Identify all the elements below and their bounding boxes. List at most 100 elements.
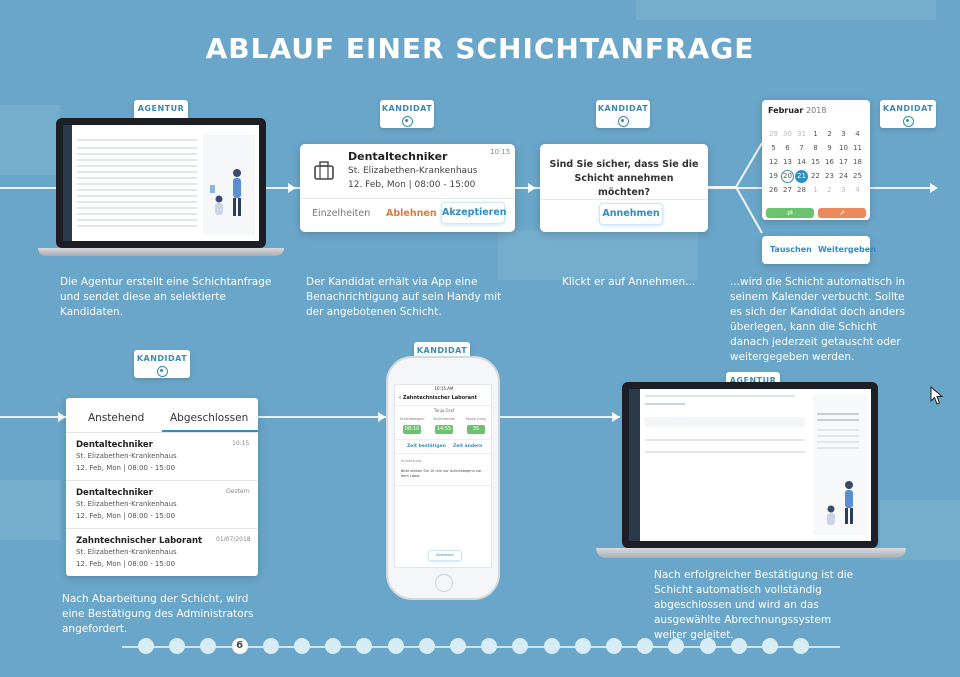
tab-done[interactable]: Abgeschlossen xyxy=(170,412,249,424)
calendar-day[interactable]: 20 xyxy=(781,170,794,183)
pager-dot[interactable] xyxy=(668,638,685,654)
pager-dot[interactable] xyxy=(543,638,560,654)
calendar-day[interactable]: 12 xyxy=(769,158,778,166)
phone-screen: 10:15 AM ‹ Zahntechnischer Laborant Tanj… xyxy=(394,384,493,568)
user-icon xyxy=(156,366,168,377)
pager-dot[interactable] xyxy=(481,638,498,654)
notification-card[interactable]: Dentaltechniker 10:15 St. Elizabethen-Kr… xyxy=(300,144,515,232)
list-item[interactable]: Dentaltechniker Gestern St. Elizabethen-… xyxy=(76,488,250,520)
calendar-day[interactable]: 14 xyxy=(797,158,806,166)
calendar-day[interactable]: 29 xyxy=(769,130,778,138)
details-button[interactable]: Einzelheiten xyxy=(312,208,371,219)
background-shape xyxy=(0,480,60,540)
calendar-day[interactable]: 31 xyxy=(797,130,806,138)
calendar-day[interactable]: 11 xyxy=(853,144,862,152)
pager-dot[interactable] xyxy=(294,638,310,654)
decline-button[interactable]: Ablehnen xyxy=(386,208,437,219)
pager-dot[interactable] xyxy=(262,638,279,654)
pager-dot[interactable] xyxy=(574,638,591,654)
list-item[interactable]: Dentaltechniker 10:15 St. Elizabethen-Kr… xyxy=(76,440,250,472)
pager-dot[interactable] xyxy=(138,638,154,654)
shift-list: Anstehend Abgeschlossen Dentaltechniker … xyxy=(66,398,258,576)
calendar-day[interactable]: 3 xyxy=(841,186,846,194)
calendar-day[interactable]: 1 xyxy=(813,130,818,138)
pager-dot[interactable] xyxy=(793,638,810,654)
swap-icon-chip[interactable]: ⇄ xyxy=(766,208,814,218)
calendar-day[interactable]: 23 xyxy=(825,172,834,180)
pager-dot[interactable] xyxy=(356,638,373,654)
background-shape xyxy=(498,230,698,280)
break-value[interactable]: 35 xyxy=(467,425,485,434)
phone-device: 10:15 AM ‹ Zahntechnischer Laborant Tanj… xyxy=(386,356,500,600)
annehmen-button[interactable]: Annehmen xyxy=(600,204,662,224)
illustration-people xyxy=(827,481,853,525)
calendar-day[interactable]: 10 xyxy=(839,144,848,152)
calendar-year: 2018 xyxy=(806,106,827,115)
pager-dot[interactable] xyxy=(637,638,654,654)
calendar-day[interactable]: 5 xyxy=(771,144,776,152)
calendar-day[interactable]: 13 xyxy=(783,158,792,166)
pager-dot[interactable] xyxy=(418,638,435,654)
calendar-day[interactable]: 22 xyxy=(811,172,820,180)
calendar-day[interactable]: 26 xyxy=(769,186,778,194)
home-button[interactable] xyxy=(435,574,453,592)
page-title: ABLAUF EINER SCHICHTANFRAGE xyxy=(205,32,755,65)
pager-dot[interactable] xyxy=(325,638,342,654)
end-time-value[interactable]: 14:55 xyxy=(435,425,453,434)
calendar-day[interactable]: 15 xyxy=(811,158,820,166)
note-text: Bitte stehen Sie 10 min vor Schichtbegin… xyxy=(401,469,482,478)
pager-dot[interactable] xyxy=(200,638,217,654)
calendar-day[interactable]: 21 xyxy=(795,170,808,183)
calendar-day[interactable]: 18 xyxy=(853,158,862,166)
swap-button[interactable]: Tauschen xyxy=(770,245,812,254)
tab-pending[interactable]: Anstehend xyxy=(88,412,145,424)
background-shape xyxy=(0,105,60,175)
calendar-day[interactable]: 25 xyxy=(853,172,862,180)
illustration-people xyxy=(210,169,241,216)
calendar-day[interactable]: 19 xyxy=(769,172,778,180)
calendar-day[interactable]: 17 xyxy=(839,158,848,166)
pager-dot[interactable] xyxy=(699,638,716,654)
change-time-button[interactable]: Zeit ändern xyxy=(453,444,483,449)
pager-dot[interactable] xyxy=(606,638,622,654)
calendar-day[interactable]: 9 xyxy=(827,144,832,152)
user-icon xyxy=(617,116,629,127)
calendar-day[interactable]: 30 xyxy=(783,130,792,138)
flow-line-bottom-right xyxy=(500,416,620,418)
start-time-value[interactable]: 08:10 xyxy=(403,425,421,434)
confirm-time-button[interactable]: Zeit bestätigen xyxy=(407,444,446,449)
pager-dot[interactable] xyxy=(450,638,466,654)
calendar-day[interactable]: 6 xyxy=(785,144,790,152)
calendar-day[interactable]: 16 xyxy=(825,158,834,166)
pager-dot[interactable] xyxy=(387,638,404,654)
calendar-day[interactable]: 2 xyxy=(827,186,832,194)
calendar-day[interactable]: 7 xyxy=(799,144,804,152)
calendar-day[interactable]: 3 xyxy=(841,130,846,138)
calendar-day[interactable]: 24 xyxy=(839,172,848,180)
list-item[interactable]: Zahntechnischer Laborant 01/07/2018 St. … xyxy=(76,536,251,568)
pass-icon-chip[interactable]: ↗ xyxy=(818,208,866,218)
calendar-day[interactable]: 27 xyxy=(783,186,792,194)
calendar-day[interactable]: 1 xyxy=(813,186,818,194)
mouse-cursor-icon xyxy=(930,386,944,405)
pass-on-button[interactable]: Weitergeben xyxy=(818,245,876,254)
accept-button[interactable]: Akzeptieren xyxy=(442,203,507,223)
calendar-day[interactable]: 4 xyxy=(855,186,860,194)
calendar-day[interactable]: 8 xyxy=(813,144,818,152)
calendar-day[interactable]: 4 xyxy=(855,130,860,138)
phone-submit-button[interactable]: Abmelden xyxy=(429,551,461,560)
pager-dot-current[interactable]: 6 xyxy=(231,638,248,654)
calendar-day[interactable]: 2 xyxy=(827,130,832,138)
notification-time: 10:15 xyxy=(490,148,511,156)
step4-caption: ...wird die Schicht automatisch in seine… xyxy=(730,276,906,363)
calendar-day[interactable]: 28 xyxy=(797,186,806,194)
arrow-icon xyxy=(378,412,386,422)
pager-dot[interactable] xyxy=(730,638,747,654)
confirm-dialog: Sind Sie sicher, dass Sie die Schicht an… xyxy=(540,144,708,232)
arrow-icon xyxy=(930,183,938,193)
laptop-screen xyxy=(56,118,266,248)
pager-dot[interactable] xyxy=(169,638,186,654)
notification-location: St. Elizabethen-Krankenhaus xyxy=(348,166,478,176)
pager-dot[interactable] xyxy=(762,638,778,654)
pager-dot[interactable] xyxy=(512,638,529,654)
